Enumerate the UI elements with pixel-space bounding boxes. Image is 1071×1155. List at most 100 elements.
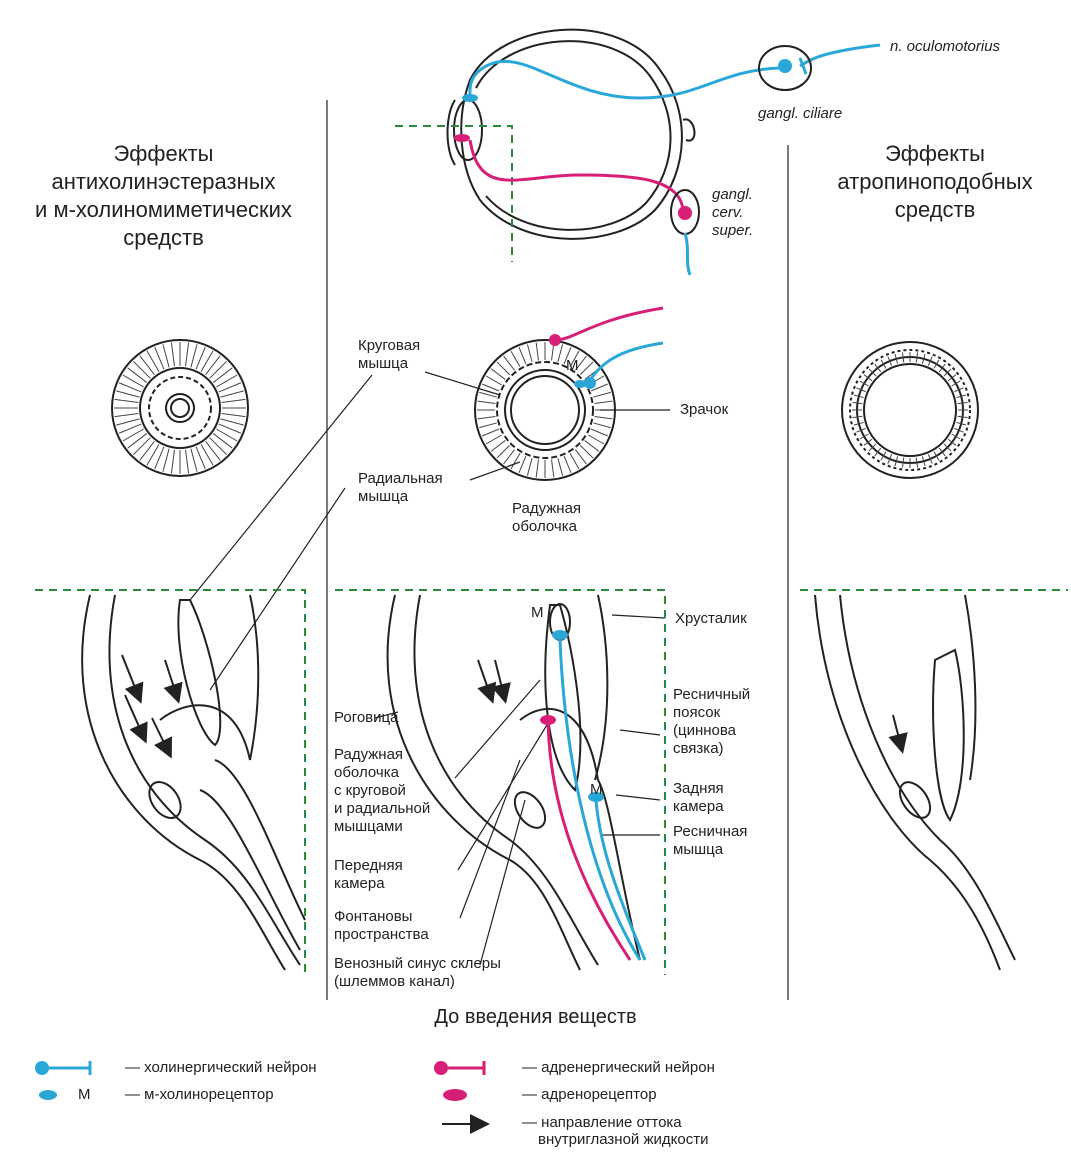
header-left: Эффекты антихолинэстеразных и м-холиноми…: [0, 140, 327, 252]
legend-adrenergic-neuron: — адренергический нейрон: [522, 1059, 715, 1076]
fontana-spaces-label: Фонтановы пространства: [334, 908, 429, 944]
iris-hatch-line: [504, 356, 515, 370]
iris-hatch-line: [478, 401, 496, 403]
iris-hatch-line: [902, 352, 903, 362]
iris-hatch-line: [191, 344, 197, 367]
iris-hatch-line: [222, 399, 246, 402]
iris-hatch-line: [916, 458, 917, 468]
iris-hatch-line: [115, 413, 139, 416]
iris-hatch-line: [486, 435, 502, 444]
iris-hatch-line: [593, 423, 610, 428]
iris-hatch-line: [595, 417, 613, 419]
header-right: Эффекты атропиноподобных средств: [800, 140, 1070, 224]
iris-center: [475, 340, 615, 480]
iris-hatch-line: [519, 347, 526, 364]
cornea-label: Роговица: [334, 709, 398, 727]
iris-hatch-line: [221, 391, 244, 397]
iris-hatch-line: [116, 419, 139, 425]
legend-cholinergic-neuron: — холинергический нейрон: [125, 1059, 317, 1076]
ciliary-muscle-label: Ресничная мышца: [673, 823, 747, 859]
iris-hatch-line: [128, 434, 147, 449]
header-right-line: Эффекты: [800, 140, 1070, 168]
iris-hatch-line: [185, 450, 188, 474]
legend-m-receptor-mark: М: [78, 1086, 91, 1103]
header-left-line: и м-холиномиметических: [0, 196, 327, 224]
anterior-chamber-label: Передняя камера: [334, 857, 403, 893]
iris-hatch-line: [595, 401, 613, 403]
iris-hatch-line: [497, 362, 510, 375]
ciliary-ganglion-label: gangl. ciliare: [758, 105, 842, 123]
iris-hatch-line: [479, 423, 496, 428]
iris-hatch-line: [580, 445, 593, 458]
iris-hatch-line: [570, 453, 579, 469]
iris-hatch-line: [527, 344, 532, 361]
iris-hatch-line: [511, 453, 520, 469]
iris-hatch-line: [519, 456, 526, 473]
section-frame-top: [395, 126, 512, 262]
ciliary-neuron-icon: [778, 59, 792, 73]
iris-hatch-line: [958, 402, 968, 403]
iris-label: Радужная оболочка: [512, 500, 581, 536]
iris-hatch-line: [527, 458, 532, 475]
section-m-mark-top: М: [531, 604, 544, 621]
iris-hatch-line: [916, 352, 917, 362]
section-right: [815, 595, 1015, 970]
iris-hatch-line: [558, 458, 563, 475]
radial-muscle-label: Радиальная мышца: [358, 470, 443, 506]
iris-hatch-line: [171, 343, 174, 367]
header-left-line: антихолинэстеразных: [0, 168, 327, 196]
iris-hatch-line: [206, 441, 221, 460]
iris-hatch-line: [221, 419, 244, 425]
legend-outflow: — направление оттока внутриглазной жидко…: [522, 1114, 708, 1148]
iris-hatch-line: [852, 402, 862, 403]
iris-hatch-line: [163, 449, 169, 472]
iris-hatch-line: [491, 369, 505, 380]
outflow-arrows: [122, 655, 902, 755]
iris-hatch-line: [133, 361, 150, 378]
header-right-line: атропиноподобных: [800, 168, 1070, 196]
iris-hatch-line: [558, 344, 563, 361]
iris-hatch-line: [206, 356, 221, 375]
iris-hatch-line: [210, 438, 227, 455]
iris-hatch-line: [536, 343, 538, 361]
iris-hatch-line: [511, 351, 520, 367]
legend-adrenoreceptor: — адренорецептор: [522, 1086, 657, 1103]
schlemm-canal-label: Венозный синус склеры (шлеммов канал): [334, 955, 501, 991]
iris-hatch-line: [564, 456, 571, 473]
adrenergic-pathway-top: [470, 140, 683, 210]
iris-hatch-line: [115, 399, 139, 402]
iris-hatch-line: [958, 416, 968, 417]
header-right-line: средств: [800, 196, 1070, 224]
iris-muscles-label: Радужная оболочка с круговой и радиально…: [334, 746, 430, 836]
iris-hatch-line: [222, 413, 246, 416]
iris-hatch-line: [552, 460, 554, 478]
iris-hatch-line: [536, 460, 538, 478]
iris-hatch-line: [191, 449, 197, 472]
section-m-mark-lower: М: [590, 781, 603, 798]
iris-hatch-line: [902, 458, 903, 468]
iris-hatch-line: [491, 440, 505, 451]
iris-hatch-line: [580, 362, 593, 375]
iris-hatch-line: [585, 440, 599, 451]
iris-hatch-line: [852, 416, 862, 417]
iris-hatch-line: [133, 438, 150, 455]
iris-hatch-line: [588, 435, 604, 444]
iris-hatch-line: [486, 376, 502, 385]
zonule-label: Ресничный поясок (циннова связка): [673, 686, 750, 758]
section-left: [82, 595, 305, 970]
legend-m-receptor: — м-холинорецептор: [125, 1086, 274, 1103]
cholinergic-pathway-top: [470, 45, 880, 100]
header-left-line: средств: [0, 224, 327, 252]
iris-hatch-line: [116, 391, 139, 397]
iris-hatch-line: [593, 392, 610, 397]
iris-hatch-line: [163, 344, 169, 367]
lens-label: Хрусталик: [675, 610, 747, 628]
posterior-chamber-label: Задняя камера: [673, 780, 724, 816]
iris-hatch-line: [140, 356, 155, 375]
iris-right: [842, 342, 978, 478]
iris-hatch-line: [140, 441, 155, 460]
iris-hatch-line: [575, 450, 586, 464]
iris-hatch-line: [497, 445, 510, 458]
iris-hatch-line: [213, 434, 232, 449]
